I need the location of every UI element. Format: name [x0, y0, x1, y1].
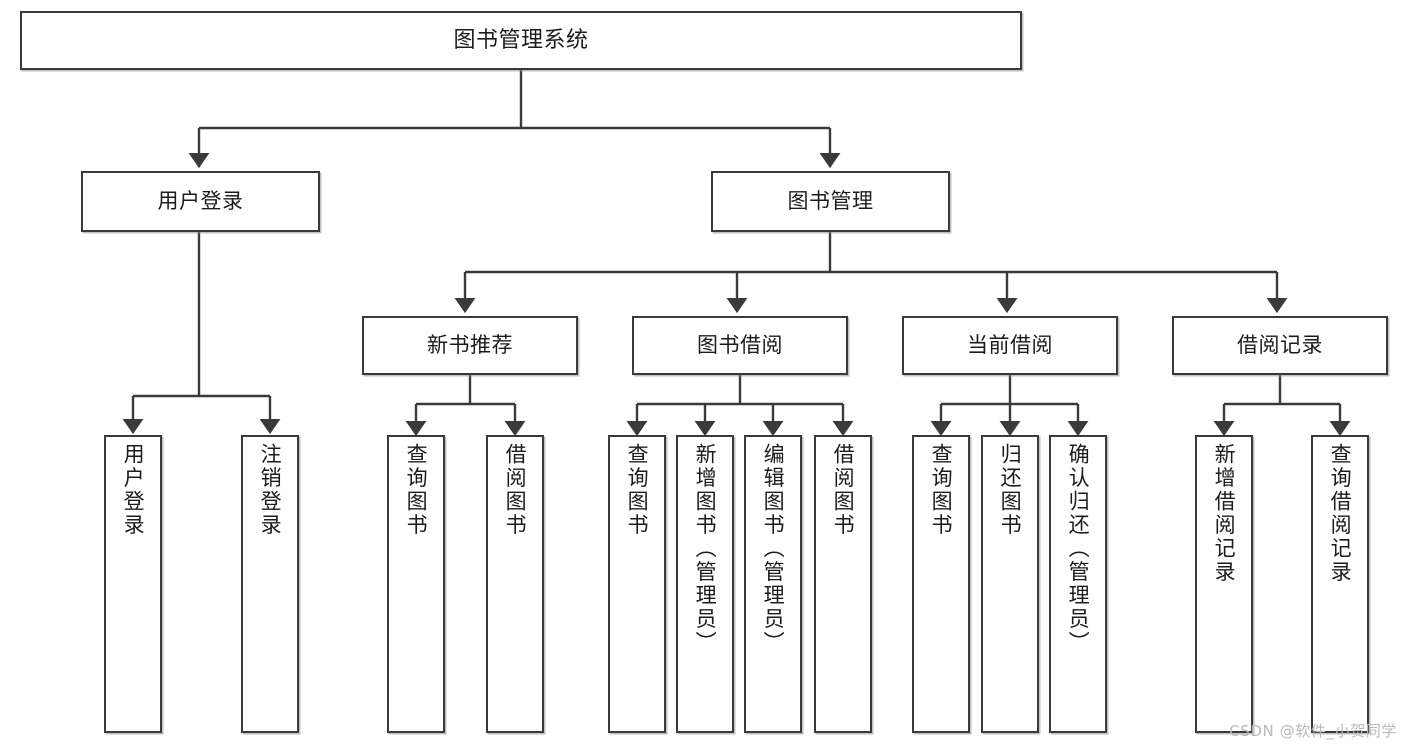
node-label: 借阅图书 [831, 443, 856, 537]
node-label: 查询借阅记录 [1328, 443, 1353, 584]
node-borrow-records[interactable]: 借阅记录 [1172, 316, 1388, 375]
node-label: 借阅记录 [1237, 332, 1323, 357]
node-label: 确认归还（管理员） [1066, 443, 1091, 655]
leaf-query-books-borrow[interactable]: 查询图书 [608, 435, 666, 733]
node-label: 查询图书 [929, 443, 954, 537]
leaf-borrow-books-new[interactable]: 借阅图书 [486, 435, 544, 733]
node-label: 图书管理系统 [453, 27, 589, 53]
node-label: 查询图书 [404, 443, 429, 537]
leaf-return-books[interactable]: 归还图书 [981, 435, 1039, 733]
node-book-management[interactable]: 图书管理 [711, 171, 950, 232]
leaf-user-logout[interactable]: 注销登录 [241, 435, 299, 733]
node-label: 新书推荐 [427, 332, 513, 357]
node-label: 新增图书（管理员） [693, 443, 718, 655]
node-label: 注销登录 [258, 443, 283, 537]
node-label: 用户登录 [121, 443, 146, 537]
node-label: 图书借阅 [697, 332, 783, 357]
csdn-watermark: CSDN @软件_小贺同学 [1229, 722, 1397, 740]
node-label: 图书管理 [787, 188, 874, 213]
leaf-confirm-return-admin[interactable]: 确认归还（管理员） [1049, 435, 1107, 733]
node-book-borrowing[interactable]: 图书借阅 [632, 316, 848, 375]
node-user-login[interactable]: 用户登录 [81, 171, 320, 232]
node-label: 借阅图书 [503, 443, 528, 537]
leaf-borrow-books[interactable]: 借阅图书 [814, 435, 872, 733]
leaf-add-borrow-record[interactable]: 新增借阅记录 [1195, 435, 1253, 733]
leaf-user-login[interactable]: 用户登录 [104, 435, 162, 733]
node-label: 查询图书 [625, 443, 650, 537]
leaf-query-borrow-record[interactable]: 查询借阅记录 [1311, 435, 1369, 733]
node-new-book-recommendation[interactable]: 新书推荐 [362, 316, 578, 375]
leaf-query-books-current[interactable]: 查询图书 [912, 435, 970, 733]
node-label: 归还图书 [998, 443, 1023, 537]
node-label: 当前借阅 [967, 332, 1053, 357]
node-current-borrowing[interactable]: 当前借阅 [902, 316, 1118, 375]
leaf-query-books-new[interactable]: 查询图书 [387, 435, 445, 733]
node-label: 用户登录 [157, 188, 244, 213]
node-label: 新增借阅记录 [1212, 443, 1237, 584]
leaf-edit-book-admin[interactable]: 编辑图书（管理员） [744, 435, 802, 733]
node-root-system[interactable]: 图书管理系统 [20, 11, 1022, 70]
leaf-add-book-admin[interactable]: 新增图书（管理员） [676, 435, 734, 733]
node-label: 编辑图书（管理员） [761, 443, 786, 655]
